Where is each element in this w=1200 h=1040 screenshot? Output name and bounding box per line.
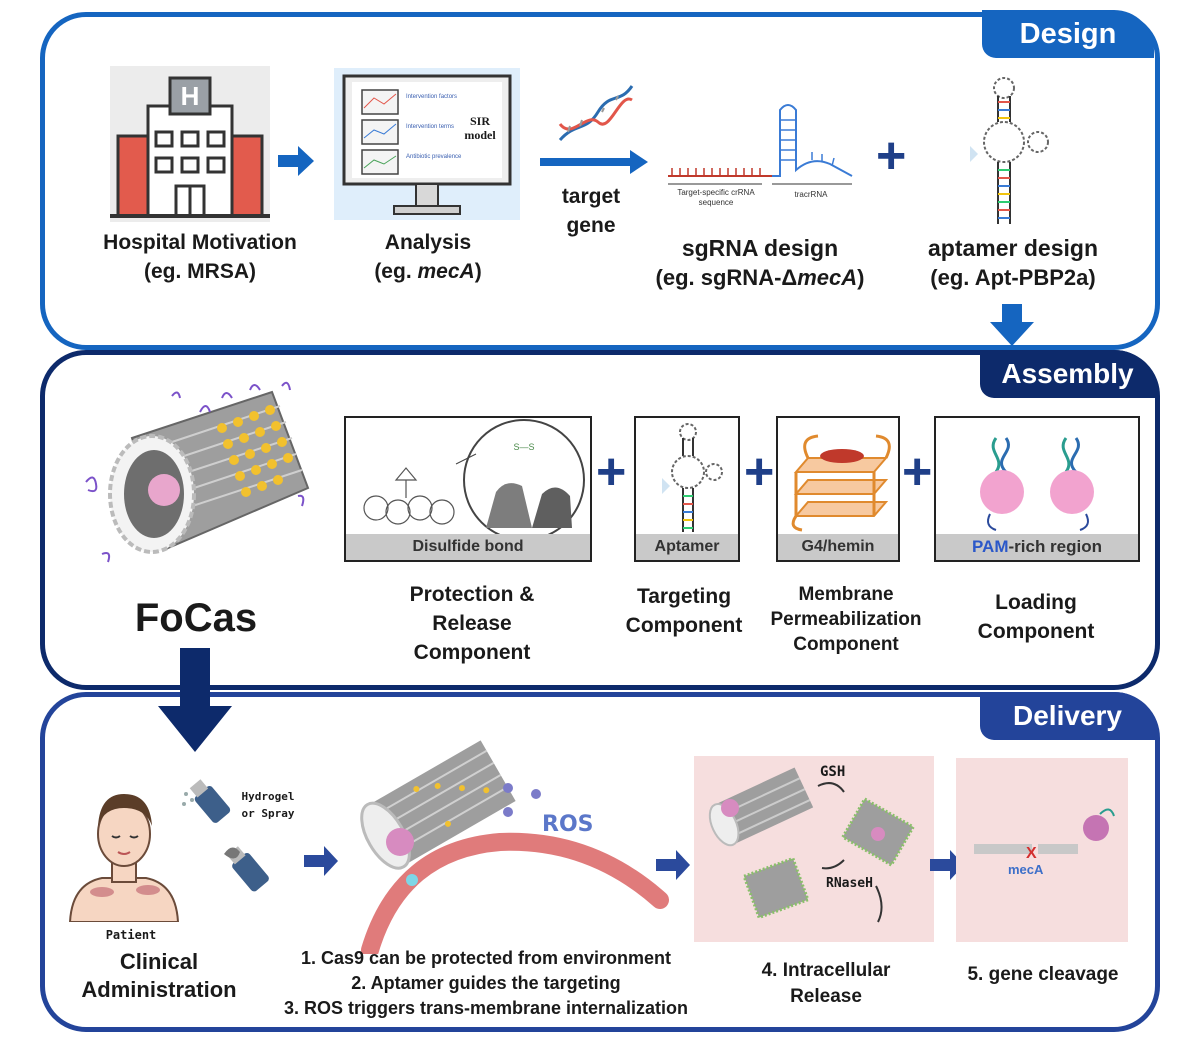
arrow-right-icon xyxy=(656,850,690,880)
design-tab: Design xyxy=(982,10,1154,58)
targeting-label: Targeting Component xyxy=(625,585,743,637)
cleavage-panel: X mecA xyxy=(956,758,1128,942)
membrane-scene xyxy=(360,740,669,954)
delivery-tab: Delivery xyxy=(980,692,1155,740)
route-label: Hydrogel or Spray xyxy=(241,790,295,820)
target-gene-label: target gene xyxy=(561,185,621,237)
svg-text:X: X xyxy=(1026,845,1037,862)
cleavage-label: 5. gene cleavage xyxy=(967,964,1119,985)
aptamer-caption: Aptamer xyxy=(636,534,738,560)
disulfide-box: S—S Disulfide bond xyxy=(344,416,592,562)
assembly-tab: Assembly xyxy=(980,350,1155,398)
sgrna-structure xyxy=(668,104,853,185)
rnaseh-label: RNaseH xyxy=(826,876,873,891)
plus-icon: + xyxy=(596,443,627,501)
tracr-label: tracrRNA xyxy=(794,190,828,199)
patient-label: Patient xyxy=(105,928,157,942)
focas-title: FoCas xyxy=(134,596,258,640)
step-1: 1. Cas9 can be protected from environmen… xyxy=(300,948,672,968)
model-label: SIR model xyxy=(464,114,496,142)
pam-caption: PAM-rich region xyxy=(936,534,1138,560)
hospital-sign: H xyxy=(180,81,200,111)
arrow-down-icon xyxy=(990,304,1034,346)
aptamer-box: Aptamer xyxy=(634,416,740,562)
hospital-icon: H xyxy=(110,66,270,222)
g4-box: G4/hemin xyxy=(776,416,900,562)
plus-icon: + xyxy=(744,443,775,501)
ros-label: ROS xyxy=(542,812,594,837)
loading-label: Loading Component xyxy=(977,591,1095,643)
sgrna-label: sgRNA design (eg. sgRNA-ΔmecA) xyxy=(655,235,865,290)
arrow-right-icon xyxy=(278,146,314,176)
disulfide-ss: S—S xyxy=(513,442,535,452)
release-label: 4. Intracellular Release xyxy=(761,960,891,1007)
focas-tube xyxy=(85,381,310,563)
g4-caption: G4/hemin xyxy=(778,534,898,560)
plus-icon: + xyxy=(902,443,933,501)
dna-icon xyxy=(558,85,634,142)
patient-figure xyxy=(68,794,180,922)
screen-note-3: Antibiotic prevalence xyxy=(406,154,462,160)
arrow-right-icon xyxy=(304,846,338,876)
screen-note-2: Intervention terms xyxy=(406,124,455,130)
gsh-label: GSH xyxy=(820,764,846,780)
disulfide-caption: Disulfide bond xyxy=(346,534,590,560)
arrow-right-icon xyxy=(930,850,964,880)
step-3: 3. ROS triggers trans-membrane internali… xyxy=(283,998,689,1018)
admin-label: Clinical Administration xyxy=(81,949,237,1002)
step-2: 2. Aptamer guides the targeting xyxy=(351,973,621,993)
analysis-monitor: Intervention factors Intervention terms … xyxy=(334,68,520,220)
protection-label: Protection & Release Component xyxy=(409,583,535,664)
steps-list: 1. Cas9 can be protected from environmen… xyxy=(246,946,726,1021)
screen-note-1: Intervention factors xyxy=(406,94,458,100)
arrow-right-icon xyxy=(540,150,648,174)
spray-icon xyxy=(182,779,269,892)
aptamer-label: aptamer design (eg. Apt-PBP2a) xyxy=(928,235,1098,290)
pam-box: PAM-rich region xyxy=(934,416,1140,562)
hospital-label: Hospital Motivation (eg. MRSA) xyxy=(103,231,297,283)
plus-icon: + xyxy=(876,127,907,185)
crrna-label: Target-specific crRNA sequence xyxy=(677,188,755,207)
gene-label: mecA xyxy=(1008,862,1044,877)
arrow-down-icon xyxy=(158,648,232,752)
aptamer-structure xyxy=(970,77,1049,224)
analysis-label: Analysis (eg. mecA) xyxy=(374,231,482,283)
release-panel: GSH RNaseH xyxy=(694,756,934,942)
membrane-label: Membrane Permeabilization Component xyxy=(770,584,922,655)
